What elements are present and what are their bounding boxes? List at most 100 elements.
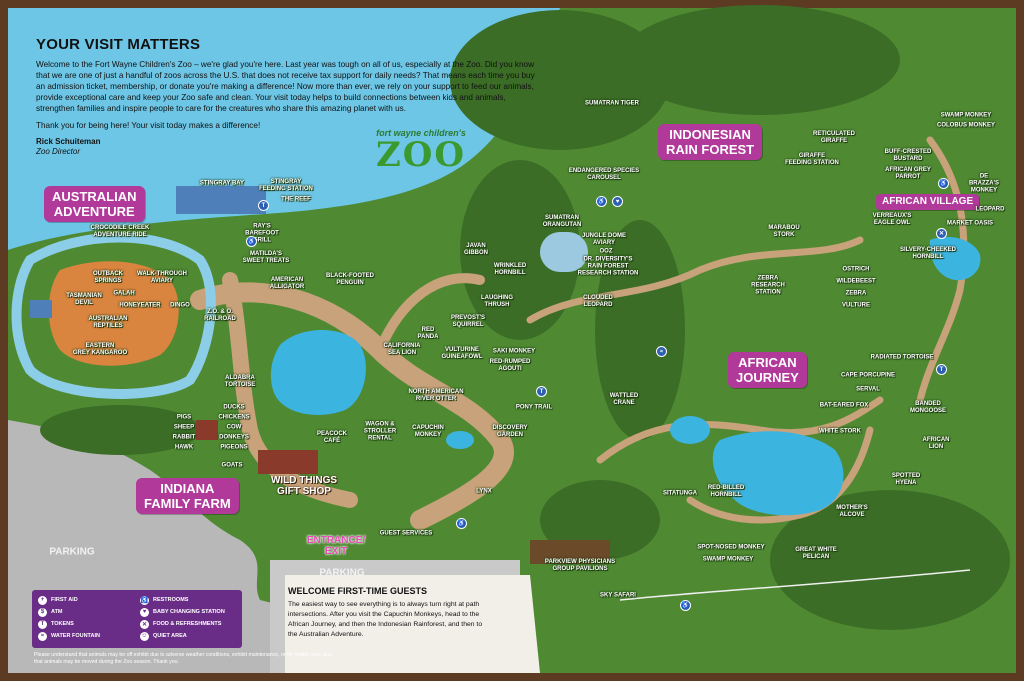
region-australian-adventure[interactable]: AUSTRALIAN ADVENTURE [44, 186, 145, 222]
label-wattled-crane[interactable]: WATTLED CRANE [609, 393, 639, 406]
label-capuchin-monkey[interactable]: CAPUCHIN MONKEY [412, 425, 444, 438]
label-matildas-sweet-treats[interactable]: MATILDA'S SWEET TREATS [242, 251, 290, 264]
label-the-reef[interactable]: THE REEF [281, 196, 311, 203]
label-peacock-cafe[interactable]: PEACOCK CAFÉ [316, 431, 348, 444]
label-colobus-monkey[interactable]: COLOBUS MONKEY [937, 122, 996, 129]
label-ostrich[interactable]: OSTRICH [842, 266, 870, 273]
label-cape-porcupine[interactable]: CAPE PORCUPINE [840, 372, 896, 379]
restroom-icon[interactable]: ♿ [938, 178, 949, 189]
label-entrance-exit[interactable]: ENTRANCE/ EXIT [306, 535, 366, 557]
label-rabbit[interactable]: RABBIT [172, 434, 196, 441]
region-african-journey[interactable]: AFRICAN JOURNEY [728, 352, 807, 388]
label-parkview-pavilions[interactable]: PARKVIEW PHYSICIANS GROUP PAVILIONS [544, 559, 616, 572]
label-vulturine-guineafowl[interactable]: VULTURINE GUINEAFOWL [441, 347, 483, 360]
label-silvery-cheeked-hornbill[interactable]: SILVERY-CHEEKED HORNBILL [899, 247, 957, 260]
label-hawk[interactable]: HAWK [174, 444, 194, 451]
label-california-sea-lion[interactable]: CALIFORNIA SEA LION [383, 343, 421, 356]
label-endangered-species-carousel[interactable]: ENDANGERED SPECIES CAROUSEL [568, 168, 640, 181]
label-australian-reptiles[interactable]: AUSTRALIAN REPTILES [88, 316, 128, 329]
tokens-icon[interactable]: T [536, 386, 547, 397]
label-radiated-tortoise[interactable]: RADIATED TORTOISE [870, 354, 934, 361]
label-red-panda[interactable]: RED PANDA [417, 327, 439, 340]
label-donkeys[interactable]: DONKEYS [219, 434, 249, 441]
label-cow[interactable]: COW [226, 424, 242, 431]
label-jungle-dome-aviary[interactable]: JUNGLE DOME AVIARY [581, 233, 627, 246]
label-zebra-research-station[interactable]: ZEBRA RESEARCH STATION [751, 275, 785, 296]
label-american-alligator[interactable]: AMERICAN ALLIGATOR [269, 277, 305, 290]
label-chickens[interactable]: CHICKENS [218, 414, 250, 421]
label-de-brazzas-monkey[interactable]: DE BRAZZA'S MONKEY [968, 173, 1000, 194]
label-swamp-monkey-journey[interactable]: SWAMP MONKEY [702, 556, 754, 563]
label-spot-nosed-monkey[interactable]: SPOT-NOSED MONKEY [697, 544, 765, 551]
label-pigeons[interactable]: PIGEONS [220, 444, 248, 451]
label-stingray-feeding-station[interactable]: STINGRAY FEEDING STATION [259, 179, 313, 192]
label-ooz[interactable]: OOZ [599, 248, 613, 255]
label-giraffe-feeding-station[interactable]: GIRAFFE FEEDING STATION [785, 153, 839, 166]
label-sumatran-orangutan[interactable]: SUMATRAN ORANGUTAN [542, 215, 582, 228]
label-mothers-alcove[interactable]: MOTHER'S ALCOVE [836, 505, 868, 518]
label-walkthrough-aviary[interactable]: WALK-THROUGH AVIARY [137, 271, 187, 284]
label-white-stork[interactable]: WHITE STORK [819, 428, 861, 435]
label-goats[interactable]: GOATS [221, 462, 243, 469]
label-wagon-stroller-rental[interactable]: WAGON & STROLLER RENTAL [363, 421, 397, 442]
label-prevosts-squirrel[interactable]: PREVOST'S SQUIRREL [450, 315, 486, 328]
restroom-icon[interactable]: ♿ [246, 236, 257, 247]
label-crocodile-creek[interactable]: CROCODILE CREEK ADVENTURE RIDE [90, 225, 150, 238]
label-lynx[interactable]: LYNX [476, 488, 492, 495]
label-market-oasis[interactable]: MARKET OASIS [946, 220, 994, 227]
label-research-station[interactable]: DR. DIVERSITY'S RAIN FOREST RESEARCH STA… [577, 256, 639, 277]
label-ducks[interactable]: DUCKS [223, 404, 245, 411]
label-outback-springs[interactable]: OUTBACK SPRINGS [93, 271, 123, 284]
label-javan-gibbon[interactable]: JAVAN GIBBON [464, 243, 488, 256]
label-honeyeater[interactable]: HONEYEATER [119, 302, 161, 309]
label-eastern-grey-kangaroo[interactable]: EASTERN GREY KANGAROO [72, 343, 128, 356]
label-red-billed-hornbill[interactable]: RED-BILLED HORNBILL [707, 485, 745, 498]
label-reticulated-giraffe[interactable]: RETICULATED GIRAFFE [813, 131, 855, 144]
label-buff-crested-bustard[interactable]: BUFF-CRESTED BUSTARD [884, 149, 932, 162]
baby-changing-icon[interactable]: ♥ [612, 196, 623, 207]
label-african-lion[interactable]: AFRICAN LION [922, 437, 950, 450]
label-rays-barefoot-grill[interactable]: RAY'S BAREFOOT GRILL [245, 223, 279, 244]
tokens-icon[interactable]: T [258, 200, 269, 211]
label-bat-eared-fox[interactable]: BAT-EARED FOX [819, 402, 869, 409]
label-swamp-monkey-village[interactable]: SWAMP MONKEY [940, 112, 992, 119]
restroom-icon[interactable]: ♿ [456, 518, 467, 529]
tokens-icon[interactable]: T [936, 364, 947, 375]
label-sumatran-tiger[interactable]: SUMATRAN TIGER [585, 100, 639, 107]
label-verreaux-eagle-owl[interactable]: VERREAUX'S EAGLE OWL [872, 213, 912, 226]
label-vulture[interactable]: VULTURE [842, 302, 870, 309]
food-icon[interactable]: ✕ [936, 228, 947, 239]
restroom-icon[interactable]: ♿ [680, 600, 691, 611]
label-pigs[interactable]: PIGS [176, 414, 192, 421]
region-indiana-family-farm[interactable]: INDIANA FAMILY FARM [136, 478, 239, 514]
label-laughing-thrush[interactable]: LAUGHING THRUSH [481, 295, 513, 308]
label-black-footed-penguin[interactable]: BLACK-FOOTED PENGUIN [326, 273, 374, 286]
label-sheep[interactable]: SHEEP [173, 424, 195, 431]
label-north-american-river-otter[interactable]: NORTH AMERICAN RIVER OTTER [408, 389, 464, 402]
label-wildebeest[interactable]: WILDEBEEST [836, 278, 876, 285]
label-wild-things-gift-shop[interactable]: WILD THINGS GIFT SHOP [270, 475, 338, 497]
water-fountain-icon[interactable]: ≈ [656, 346, 667, 357]
region-indonesian-rain-forest[interactable]: INDONESIAN RAIN FOREST [658, 124, 763, 160]
region-african-village[interactable]: AFRICAN VILLAGE [876, 194, 980, 210]
label-stingray-bay[interactable]: STINGRAY BAY [199, 180, 245, 187]
label-marabou-stork[interactable]: MARABOU STORK [768, 225, 800, 238]
label-tasmanian-devil[interactable]: TASMANIAN DEVIL [66, 293, 102, 306]
label-sky-safari[interactable]: SKY SAFARI [600, 592, 636, 599]
label-banded-mongoose[interactable]: BANDED MONGOOSE [909, 401, 947, 414]
label-leopard[interactable]: LEOPARD [975, 206, 1005, 213]
label-zebra[interactable]: ZEBRA [845, 290, 867, 297]
label-zoo-railroad[interactable]: Z.O. & O. RAILROAD [204, 309, 236, 322]
label-dingo[interactable]: DINGO [170, 302, 190, 309]
label-red-rumped-agouti[interactable]: RED-RUMPED AGOUTI [489, 359, 531, 372]
label-pony-trail[interactable]: PONY TRAIL [515, 404, 553, 411]
label-galah[interactable]: GALAH [113, 290, 135, 297]
label-wrinkled-hornbill[interactable]: WRINKLED HORNBILL [493, 263, 527, 276]
label-serval[interactable]: SERVAL [856, 386, 880, 393]
label-aldabra-tortoise[interactable]: ALDABRA TORTOISE [224, 375, 256, 388]
label-spotted-hyena[interactable]: SPOTTED HYENA [891, 473, 921, 486]
label-clouded-leopard[interactable]: CLOUDED LEOPARD [583, 295, 613, 308]
restroom-icon[interactable]: ♿ [596, 196, 607, 207]
label-saki-monkey[interactable]: SAKI MONKEY [492, 348, 536, 355]
label-discovery-garden[interactable]: DISCOVERY GARDEN [492, 425, 528, 438]
